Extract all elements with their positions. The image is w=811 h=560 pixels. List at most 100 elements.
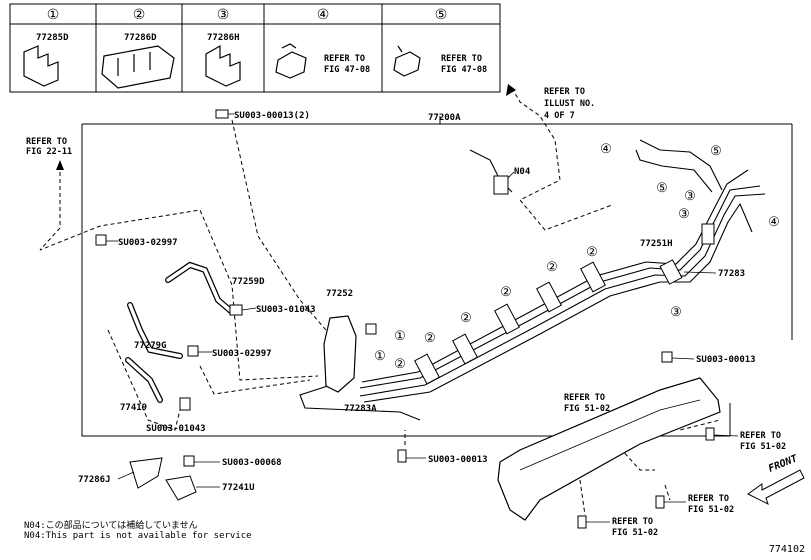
col5-refer-1: REFER TO bbox=[441, 54, 482, 64]
arrow-refer-illust bbox=[506, 84, 516, 96]
refer-51b-1: REFER TO bbox=[740, 431, 781, 441]
hose-sketches bbox=[125, 261, 235, 403]
svg-text:FRONT: FRONT bbox=[767, 453, 800, 475]
callout-2d: ② bbox=[500, 285, 512, 300]
refer-51a-2: FIG 51-02 bbox=[564, 404, 610, 414]
bracket-77241u bbox=[165, 475, 197, 501]
note-japanese: N04:この部品については補給していません bbox=[24, 521, 198, 531]
under-cover-sketch bbox=[497, 377, 721, 521]
callout-5b: ⑤ bbox=[656, 181, 668, 196]
clip-77286d-sketch bbox=[101, 45, 175, 89]
bracket-77286j bbox=[129, 457, 163, 489]
label-77283a: 77283A bbox=[344, 404, 377, 414]
bolt-cover-a bbox=[705, 427, 715, 441]
refer-illust-2: ILLUST NO. bbox=[544, 99, 595, 109]
label-77259d: 77259D bbox=[232, 277, 265, 287]
callout-2a: ② bbox=[394, 357, 406, 372]
refer-illust-1: REFER TO bbox=[544, 87, 585, 97]
bracket-77252-sketch bbox=[323, 315, 357, 393]
col4-refer-1: REFER TO bbox=[324, 54, 365, 64]
col5-number: ⑤ bbox=[435, 7, 448, 23]
part-n04 bbox=[493, 175, 509, 195]
label-77252: 77252 bbox=[326, 289, 353, 299]
note-english: N04:This part is not available for servi… bbox=[24, 531, 252, 541]
callout-3c: ③ bbox=[670, 305, 682, 320]
callout-5a: ⑤ bbox=[710, 144, 722, 159]
sensor4-sketch bbox=[275, 43, 307, 79]
refer-51b-2: FIG 51-02 bbox=[740, 442, 786, 452]
label-su-02997a: SU003-02997 bbox=[118, 238, 178, 248]
clip-01043a bbox=[229, 304, 243, 316]
col1-part: 77285D bbox=[36, 33, 69, 43]
label-77251h: 77251H bbox=[640, 239, 673, 249]
col4-refer-2: FIG 47-08 bbox=[324, 65, 370, 75]
clip-02997a bbox=[95, 234, 107, 246]
clip-01043b bbox=[179, 397, 191, 411]
clamp-b bbox=[452, 333, 478, 365]
clip-1a bbox=[365, 323, 377, 335]
bolt-cover-c bbox=[577, 515, 587, 529]
bolt-bottom bbox=[397, 449, 407, 463]
label-su-00068: SU003-00068 bbox=[222, 458, 282, 468]
arrow-refer22 bbox=[56, 160, 64, 170]
callout-2c: ② bbox=[460, 311, 472, 326]
leader-lines bbox=[39, 87, 721, 516]
label-su-02997b: SU003-02997 bbox=[212, 349, 272, 359]
refer-22-2: FIG 22-11 bbox=[26, 147, 72, 157]
label-su-00013-b: SU003-00013 bbox=[428, 455, 488, 465]
refer-illust-3: 4 OF 7 bbox=[544, 111, 575, 121]
callout-2f: ② bbox=[586, 245, 598, 260]
clip-77286h-sketch bbox=[205, 44, 241, 87]
callout-4a: ④ bbox=[600, 142, 612, 157]
fuel-tube-bundle bbox=[299, 139, 766, 421]
clamp-g bbox=[701, 223, 715, 245]
clamp-e bbox=[580, 261, 606, 293]
clamp-f bbox=[659, 259, 683, 285]
label-su-01043a: SU003-01043 bbox=[256, 305, 316, 315]
bolt-cover-b bbox=[655, 495, 665, 509]
label-n04: N04 bbox=[514, 167, 531, 177]
clip-77285d-sketch bbox=[23, 45, 59, 87]
label-77419: 77419 bbox=[120, 403, 147, 413]
label-su-top: SU003-00013(2) bbox=[234, 111, 310, 121]
main-frame bbox=[81, 116, 793, 437]
bolt-00068 bbox=[183, 455, 195, 467]
callout-2e: ② bbox=[546, 260, 558, 275]
front-arrow: FRONT bbox=[747, 453, 805, 505]
label-77279g: 77279G bbox=[134, 341, 167, 351]
sensor5-sketch bbox=[393, 45, 421, 77]
callout-4b: ④ bbox=[768, 215, 780, 230]
callout-1a: ① bbox=[394, 329, 406, 344]
bolt-top bbox=[215, 109, 229, 119]
label-su-00013-r: SU003-00013 bbox=[696, 355, 756, 365]
col4-number: ④ bbox=[317, 7, 330, 23]
col2-number: ② bbox=[133, 7, 146, 23]
refer-51c-2: FIG 51-02 bbox=[688, 505, 734, 515]
callout-3a: ③ bbox=[684, 189, 696, 204]
col1-number: ① bbox=[47, 7, 60, 23]
refer-51a-1: REFER TO bbox=[564, 393, 605, 403]
refer-51d-2: FIG 51-02 bbox=[612, 528, 658, 538]
illustration-id: 774102 bbox=[768, 544, 805, 555]
header-table bbox=[9, 3, 501, 93]
col5-refer-2: FIG 47-08 bbox=[441, 65, 487, 75]
label-su-01043b: SU003-01043 bbox=[146, 424, 206, 434]
refer-22-1: REFER TO bbox=[26, 137, 67, 147]
callout-1b: ① bbox=[374, 349, 386, 364]
label-77286j: 77286J bbox=[78, 475, 111, 485]
clamp-d bbox=[536, 281, 562, 313]
bolt-right bbox=[661, 351, 673, 363]
clip-02997b bbox=[187, 345, 199, 357]
col3-number: ③ bbox=[217, 7, 230, 23]
col3-part: 77286H bbox=[207, 33, 240, 43]
callout-3b: ③ bbox=[678, 207, 690, 222]
label-77283: 77283 bbox=[718, 269, 745, 279]
col2-part: 77286D bbox=[124, 33, 157, 43]
callout-2b: ② bbox=[424, 331, 436, 346]
label-77241u: 77241U bbox=[222, 483, 255, 493]
refer-51c-1: REFER TO bbox=[688, 494, 729, 504]
label-77200a: 77200A bbox=[428, 113, 461, 123]
refer-51d-1: REFER TO bbox=[612, 517, 653, 527]
clamp-a bbox=[414, 353, 440, 385]
